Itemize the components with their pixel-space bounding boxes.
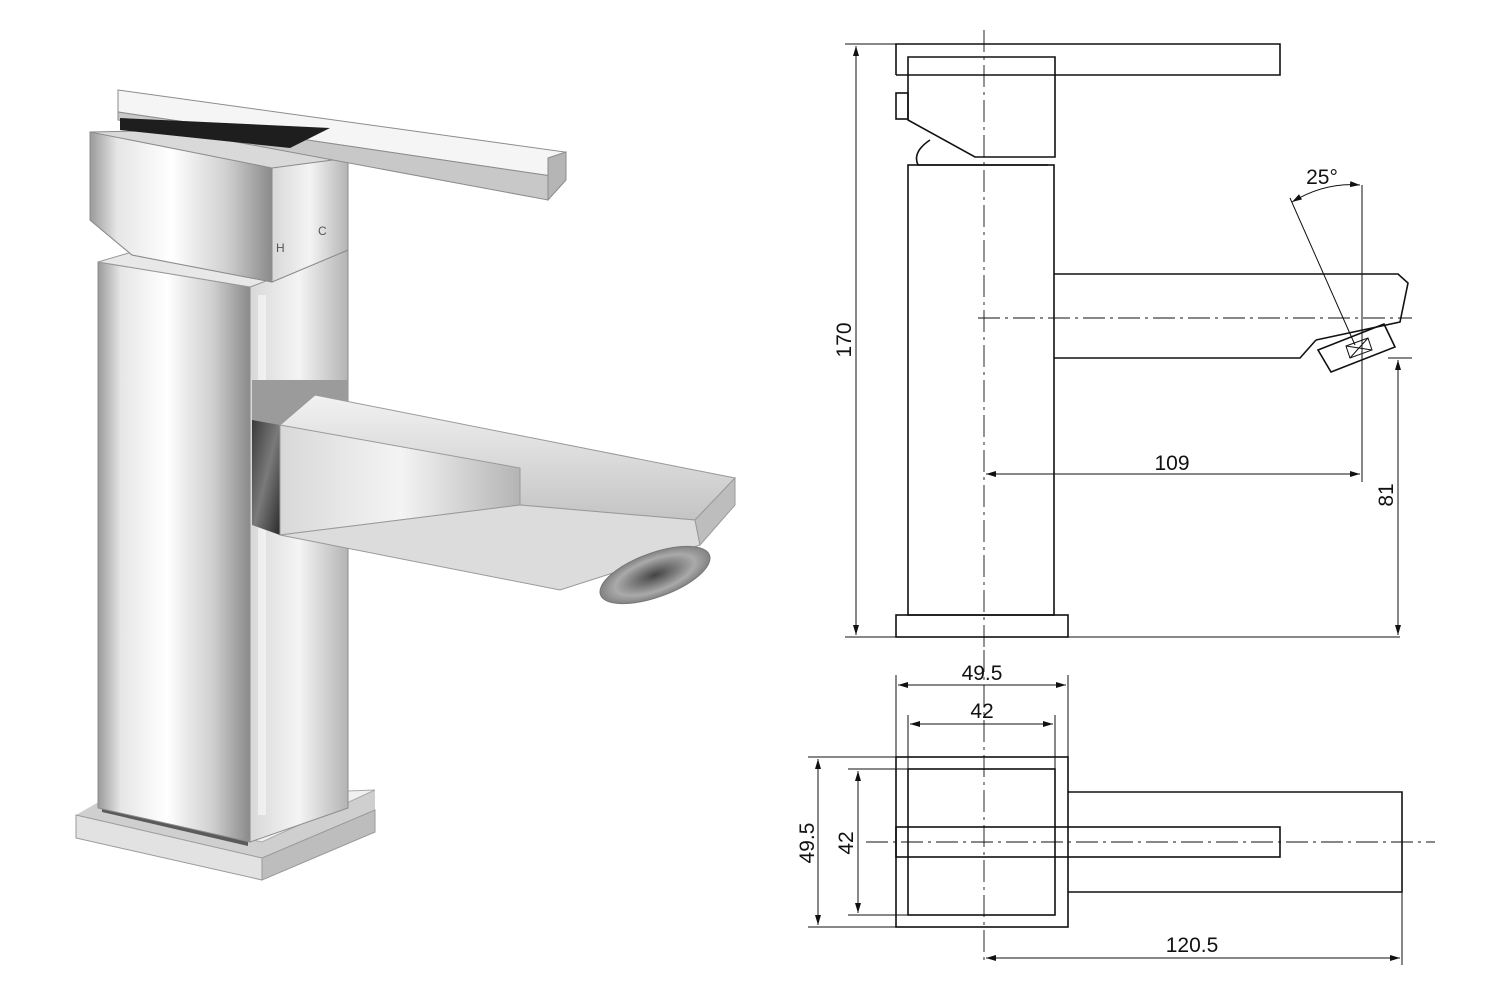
depth-inner-label: 42 (835, 831, 858, 854)
product-photo: H C (75, 89, 736, 881)
faucet-spout (252, 380, 736, 605)
hot-mark: H (276, 241, 285, 255)
angle-arc (1291, 181, 1361, 203)
lever-outline (895, 43, 1281, 76)
height-label: 170 (833, 322, 856, 357)
lever-handle (117, 89, 567, 202)
cartridge-collar (915, 139, 1048, 166)
cartridge-outline (907, 56, 1056, 158)
top-lever-outline (895, 826, 1281, 858)
faucet-body (97, 249, 349, 843)
spout-outline-top (1054, 273, 1409, 341)
depth-outer-label: 49.5 (796, 823, 819, 864)
width-inner-label: 42 (970, 700, 993, 723)
spout-outline-bottom (1054, 339, 1317, 359)
top-spout-outline (1068, 791, 1403, 893)
angle-label: 25° (1306, 166, 1338, 189)
top-view-drawing: 49.5 42 49.5 42 120.5 (796, 650, 1435, 965)
cold-mark: C (318, 224, 327, 238)
top-body-outline (907, 768, 1056, 916)
reach-label: 109 (1154, 452, 1189, 475)
aerator (599, 545, 711, 605)
cartridge-knob (895, 92, 909, 120)
side-view-drawing: 170 109 81 25° (833, 30, 1412, 650)
width-outer-label: 49.5 (962, 662, 1003, 685)
body-outline (907, 164, 1055, 616)
base-outline (895, 614, 1069, 638)
lever-cartridge: H C (89, 127, 349, 283)
spout-height-label: 81 (1375, 483, 1398, 506)
length-label: 120.5 (1166, 934, 1219, 957)
